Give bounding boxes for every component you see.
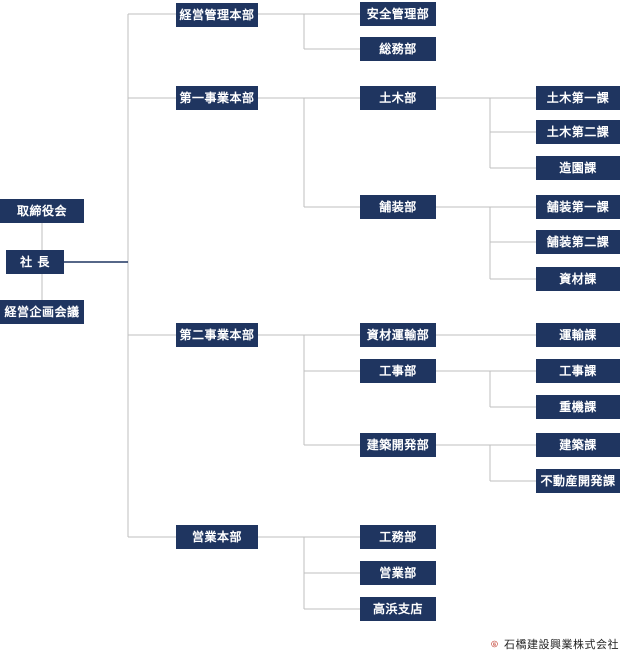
sales-hq-box: 営業本部 [176, 525, 258, 549]
building-section-box: 建築課 [536, 433, 620, 457]
materials-section-box: 資材課 [536, 267, 620, 291]
business-hq-1-box: 第一事業本部 [176, 86, 258, 110]
construction-dept-box: 工事部 [360, 359, 436, 383]
paving-dept-box: 舗装部 [360, 195, 436, 219]
company-logo-icon [491, 640, 498, 648]
management-hq-box: 経営管理本部 [176, 3, 258, 27]
civil-section-2-box: 土木第二課 [536, 120, 620, 144]
general-affairs-dept-box: 総務部 [360, 37, 436, 61]
civil-section-1-box: 土木第一課 [536, 86, 620, 110]
company-footer: 石橋建設興業株式会社 [491, 634, 619, 654]
president-box: 社 長 [6, 250, 64, 274]
business-hq-2-box: 第二事業本部 [176, 323, 258, 347]
landscaping-section-box: 造園課 [536, 156, 620, 180]
paving-section-1-box: 舗装第一課 [536, 195, 620, 219]
engineering-works-dept-box: 工務部 [360, 525, 436, 549]
company-name: 石橋建設興業株式会社 [504, 638, 619, 651]
safety-management-dept-box: 安全管理部 [360, 2, 436, 26]
paving-section-2-box: 舗装第二課 [536, 230, 620, 254]
materials-transport-dept-box: 資材運輸部 [360, 323, 436, 347]
civil-engineering-dept-box: 土木部 [360, 86, 436, 110]
management-planning-council-box: 経営企画会議 [0, 300, 84, 324]
construction-section-box: 工事課 [536, 359, 620, 383]
real-estate-development-section-box: 不動産開発課 [536, 469, 620, 493]
building-development-dept-box: 建築開発部 [360, 433, 436, 457]
takahama-branch-box: 高浜支店 [360, 597, 436, 621]
board-of-directors-box: 取締役会 [0, 199, 84, 223]
transport-section-box: 運輸課 [536, 323, 620, 347]
sales-dept-box: 営業部 [360, 561, 436, 585]
heavy-machinery-section-box: 重機課 [536, 395, 620, 419]
